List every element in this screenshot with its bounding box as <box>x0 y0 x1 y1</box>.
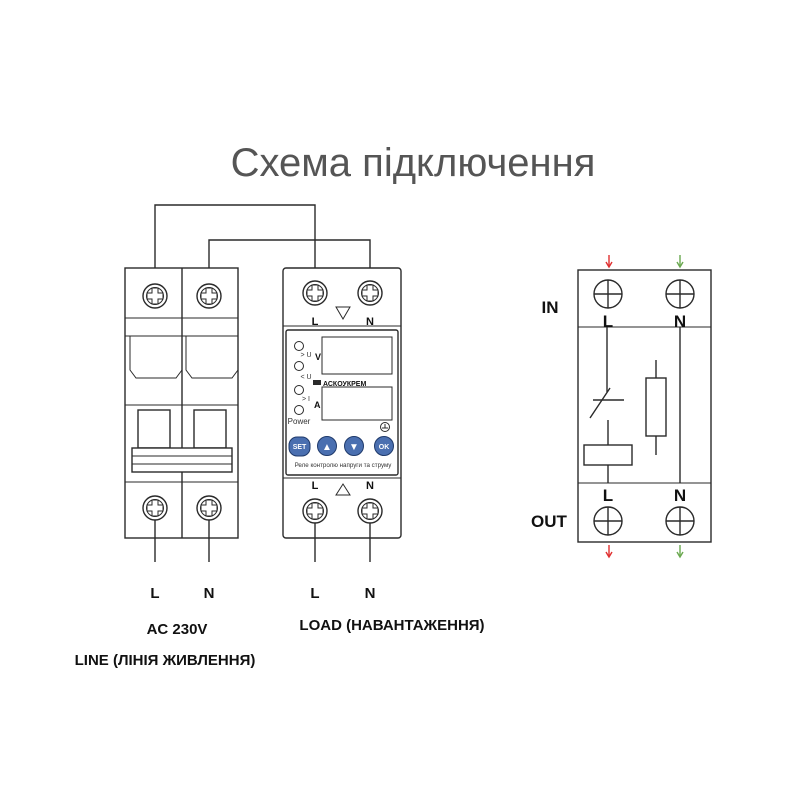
led-over-current <box>294 385 304 395</box>
up-button[interactable] <box>317 436 337 456</box>
schematic-top-label-n: N <box>674 312 686 331</box>
breaker-terminal-bottom-n <box>196 495 222 521</box>
relay-schematic <box>577 255 712 559</box>
relay-bottom-label-n: N <box>366 480 374 492</box>
voltage-unit: V <box>315 352 321 362</box>
relay-terminal-top-l <box>302 280 328 306</box>
schematic-out-terminal-l <box>593 506 623 536</box>
current-display <box>321 386 393 421</box>
ground-icon <box>380 422 390 432</box>
schematic-in-terminal-l <box>593 279 623 309</box>
breaker-label-n: N <box>204 585 215 602</box>
indicator-over-voltage: > U <box>300 352 311 359</box>
breaker-caption-line: LINE (ЛІНІЯ ЖИВЛЕННЯ) <box>75 652 256 669</box>
schematic-in-terminal-n <box>665 279 695 309</box>
voltage-display <box>321 336 393 375</box>
led-over-voltage <box>294 341 304 351</box>
out-arrow-l-icon <box>605 545 613 559</box>
set-button[interactable] <box>288 436 311 457</box>
breaker-caption-voltage: AC 230V <box>147 621 208 638</box>
breaker-terminal-bottom-l <box>142 495 168 521</box>
breaker-terminal-top-l <box>142 283 168 309</box>
page-title: Схема підключення <box>231 141 596 185</box>
schematic-out-terminal-n <box>665 506 695 536</box>
indicator-power: Power <box>288 417 311 426</box>
brand-name: АСКОУКРЕМ <box>323 381 366 388</box>
load-label-n: N <box>365 585 376 602</box>
schematic-top-label-l: L <box>603 312 613 331</box>
led-power <box>294 405 304 415</box>
out-arrow-n-icon <box>676 545 684 559</box>
load-caption: LOAD (НАВАНТАЖЕННЯ) <box>299 617 484 634</box>
circuit-breaker <box>124 267 239 562</box>
in-arrow-l-icon <box>605 255 613 269</box>
breaker-label-l: L <box>150 585 159 602</box>
relay-resistor <box>645 377 667 437</box>
indicator-under-voltage: < U <box>300 374 311 381</box>
relay-top-label-l: L <box>312 316 319 328</box>
schematic-bottom-label-n: N <box>674 486 686 505</box>
down-button[interactable] <box>344 436 364 456</box>
current-unit: A <box>314 400 321 410</box>
relay-terminal-bottom-l <box>302 498 328 524</box>
relay-bottom-label-l: L <box>312 480 319 492</box>
up-button-label: ▲ <box>322 442 332 453</box>
breaker-terminal-top-n <box>196 283 222 309</box>
relay-terminal-bottom-n <box>357 498 383 524</box>
load-label-l: L <box>310 585 319 602</box>
down-button-label: ▼ <box>349 442 359 453</box>
relay-top-label-n: N <box>366 316 374 328</box>
ok-button[interactable] <box>374 436 394 456</box>
led-under-voltage <box>294 361 304 371</box>
in-arrow-n-icon <box>676 255 684 269</box>
indicator-over-current: > I <box>302 396 310 403</box>
ok-button-label: OK <box>379 444 390 451</box>
set-button-label: SET <box>293 444 307 451</box>
relay-terminal-top-n <box>357 280 383 306</box>
brand-logo-icon <box>313 380 321 385</box>
schematic-out-label: OUT <box>531 512 568 531</box>
relay-caption: Реле контролю напруги та струму <box>295 462 393 469</box>
voltage-current-relay: SET ▲ ▼ OK <box>282 267 402 562</box>
relay-coil <box>583 444 633 466</box>
schematic-bottom-label-l: L <box>603 486 613 505</box>
schematic-in-label: IN <box>542 298 559 317</box>
